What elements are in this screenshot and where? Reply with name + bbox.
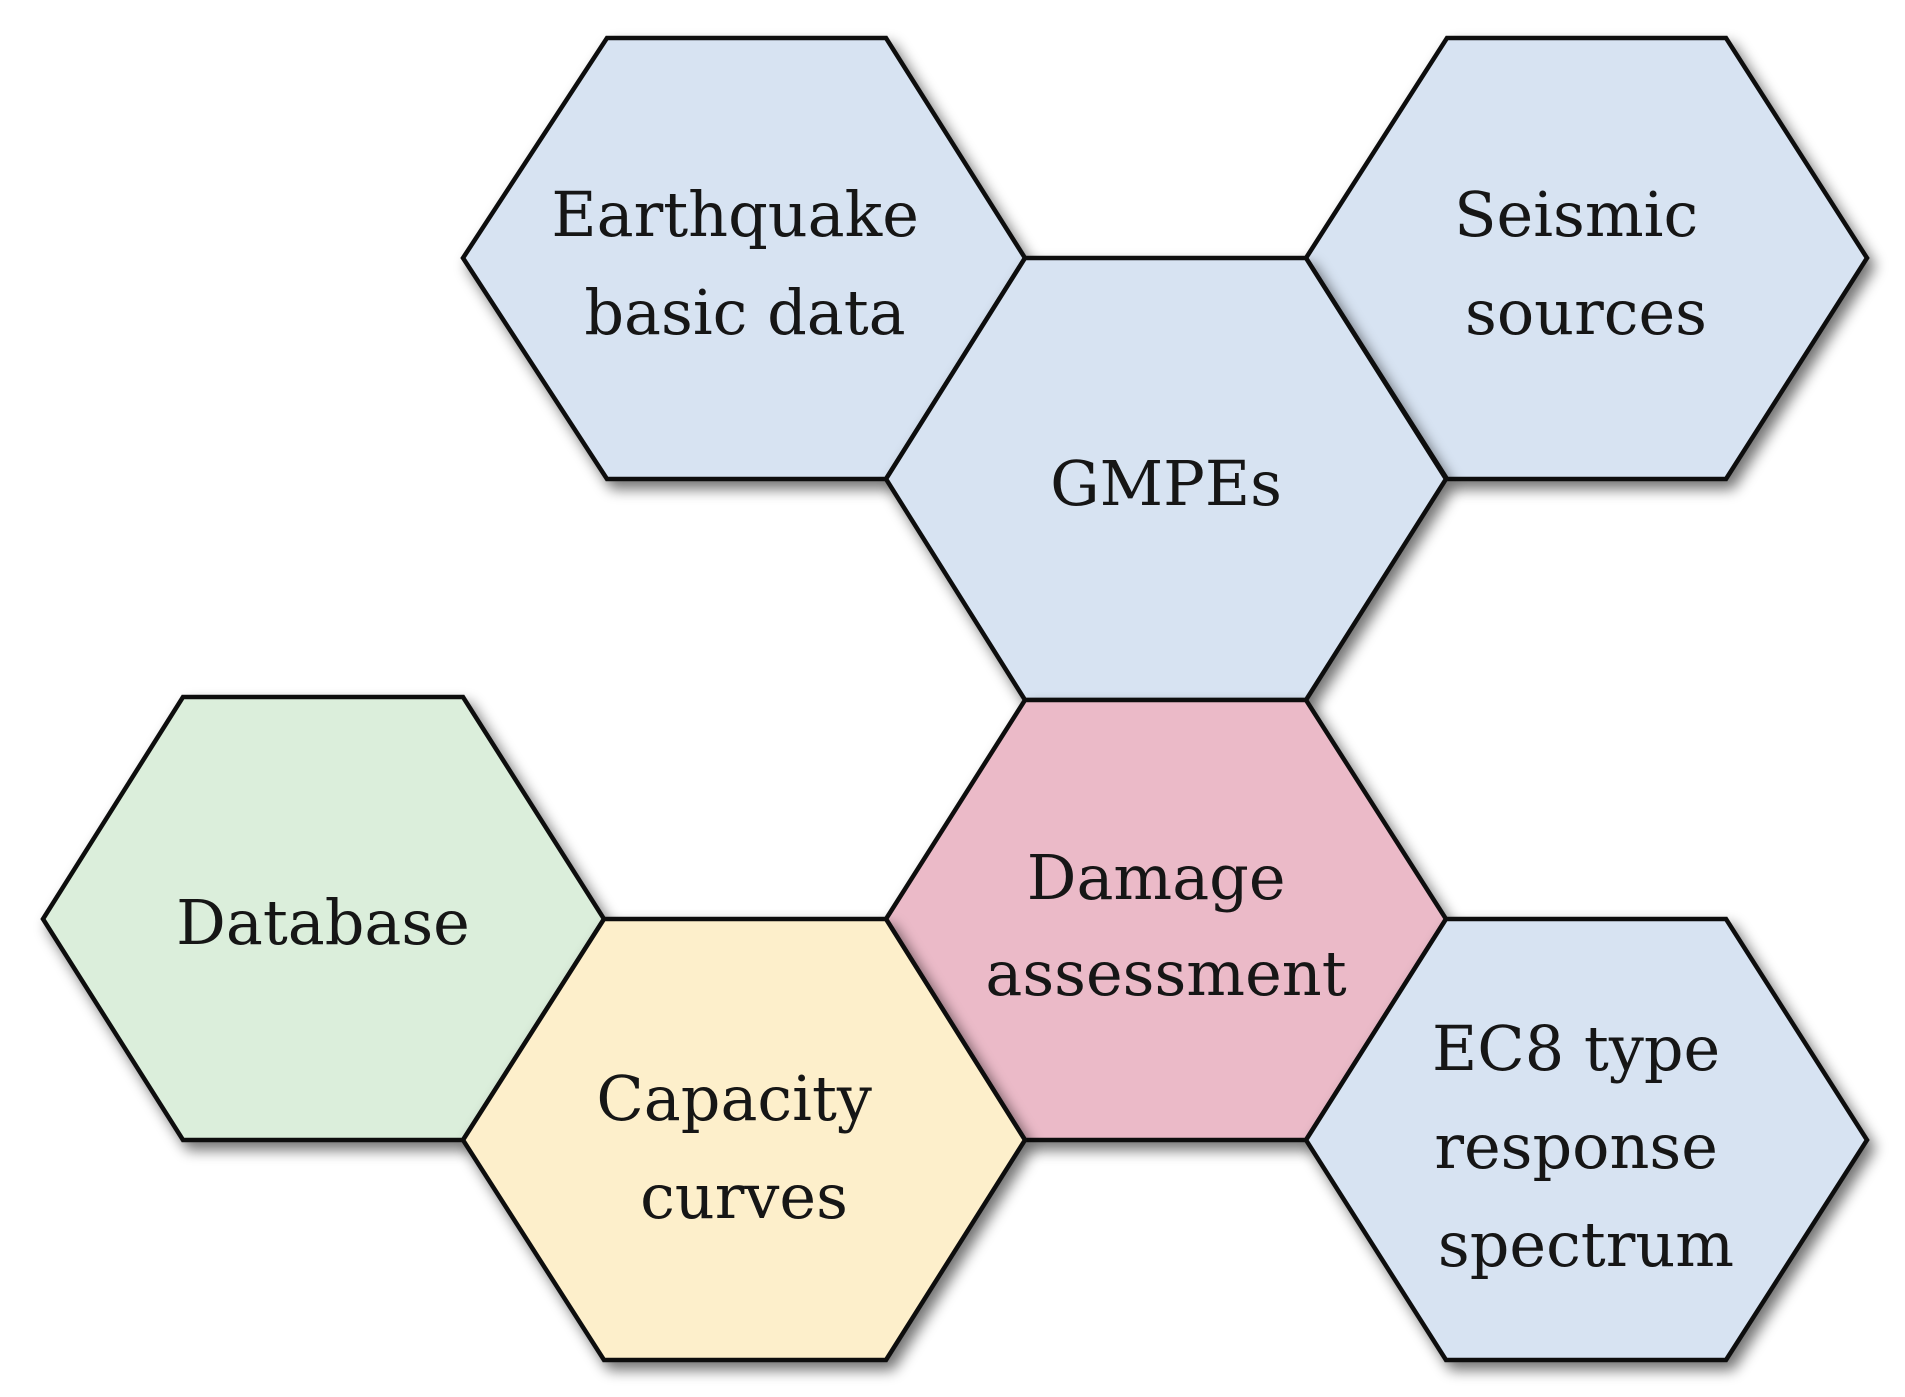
hex-damage-assessment: Damage assessment — [883, 697, 1449, 1143]
label-line: curves — [640, 1160, 848, 1233]
label-line: Seismic — [1454, 178, 1698, 251]
hex-label: Damage assessment — [985, 841, 1346, 1010]
label-line: GMPEs — [1050, 447, 1282, 520]
hex-label: EC8 type response spectrum — [1432, 1012, 1740, 1281]
hex-label: Earthquake basic data — [551, 178, 938, 349]
label-line: Database — [176, 886, 470, 959]
label-line: Earthquake — [551, 178, 919, 251]
label-line: basic data — [584, 276, 905, 349]
label-line: Capacity — [596, 1062, 872, 1135]
hex-label: Capacity curves — [596, 1062, 891, 1233]
hex-ec8-response-spectrum: EC8 type response spectrum — [1303, 916, 1870, 1363]
hex-earthquake-basic-data: Earthquake basic data — [460, 35, 1028, 482]
hexagon-shape — [1303, 916, 1870, 1363]
hex-label: GMPEs — [1050, 447, 1282, 520]
hex-label: Seismic sources — [1454, 178, 1718, 349]
label-line: response — [1434, 1110, 1718, 1183]
label-line: assessment — [985, 937, 1346, 1010]
label-line: sources — [1465, 276, 1707, 349]
label-line: EC8 type — [1432, 1012, 1720, 1085]
hex-gmpes: GMPEs — [883, 255, 1449, 703]
hex-database: Database — [40, 694, 607, 1143]
hex-label: Database — [176, 886, 470, 959]
label-line: Damage — [1027, 841, 1286, 914]
hex-capacity-curves: Capacity curves — [460, 916, 1028, 1363]
label-line: spectrum — [1438, 1208, 1734, 1281]
hexagon-shape — [460, 916, 1028, 1363]
